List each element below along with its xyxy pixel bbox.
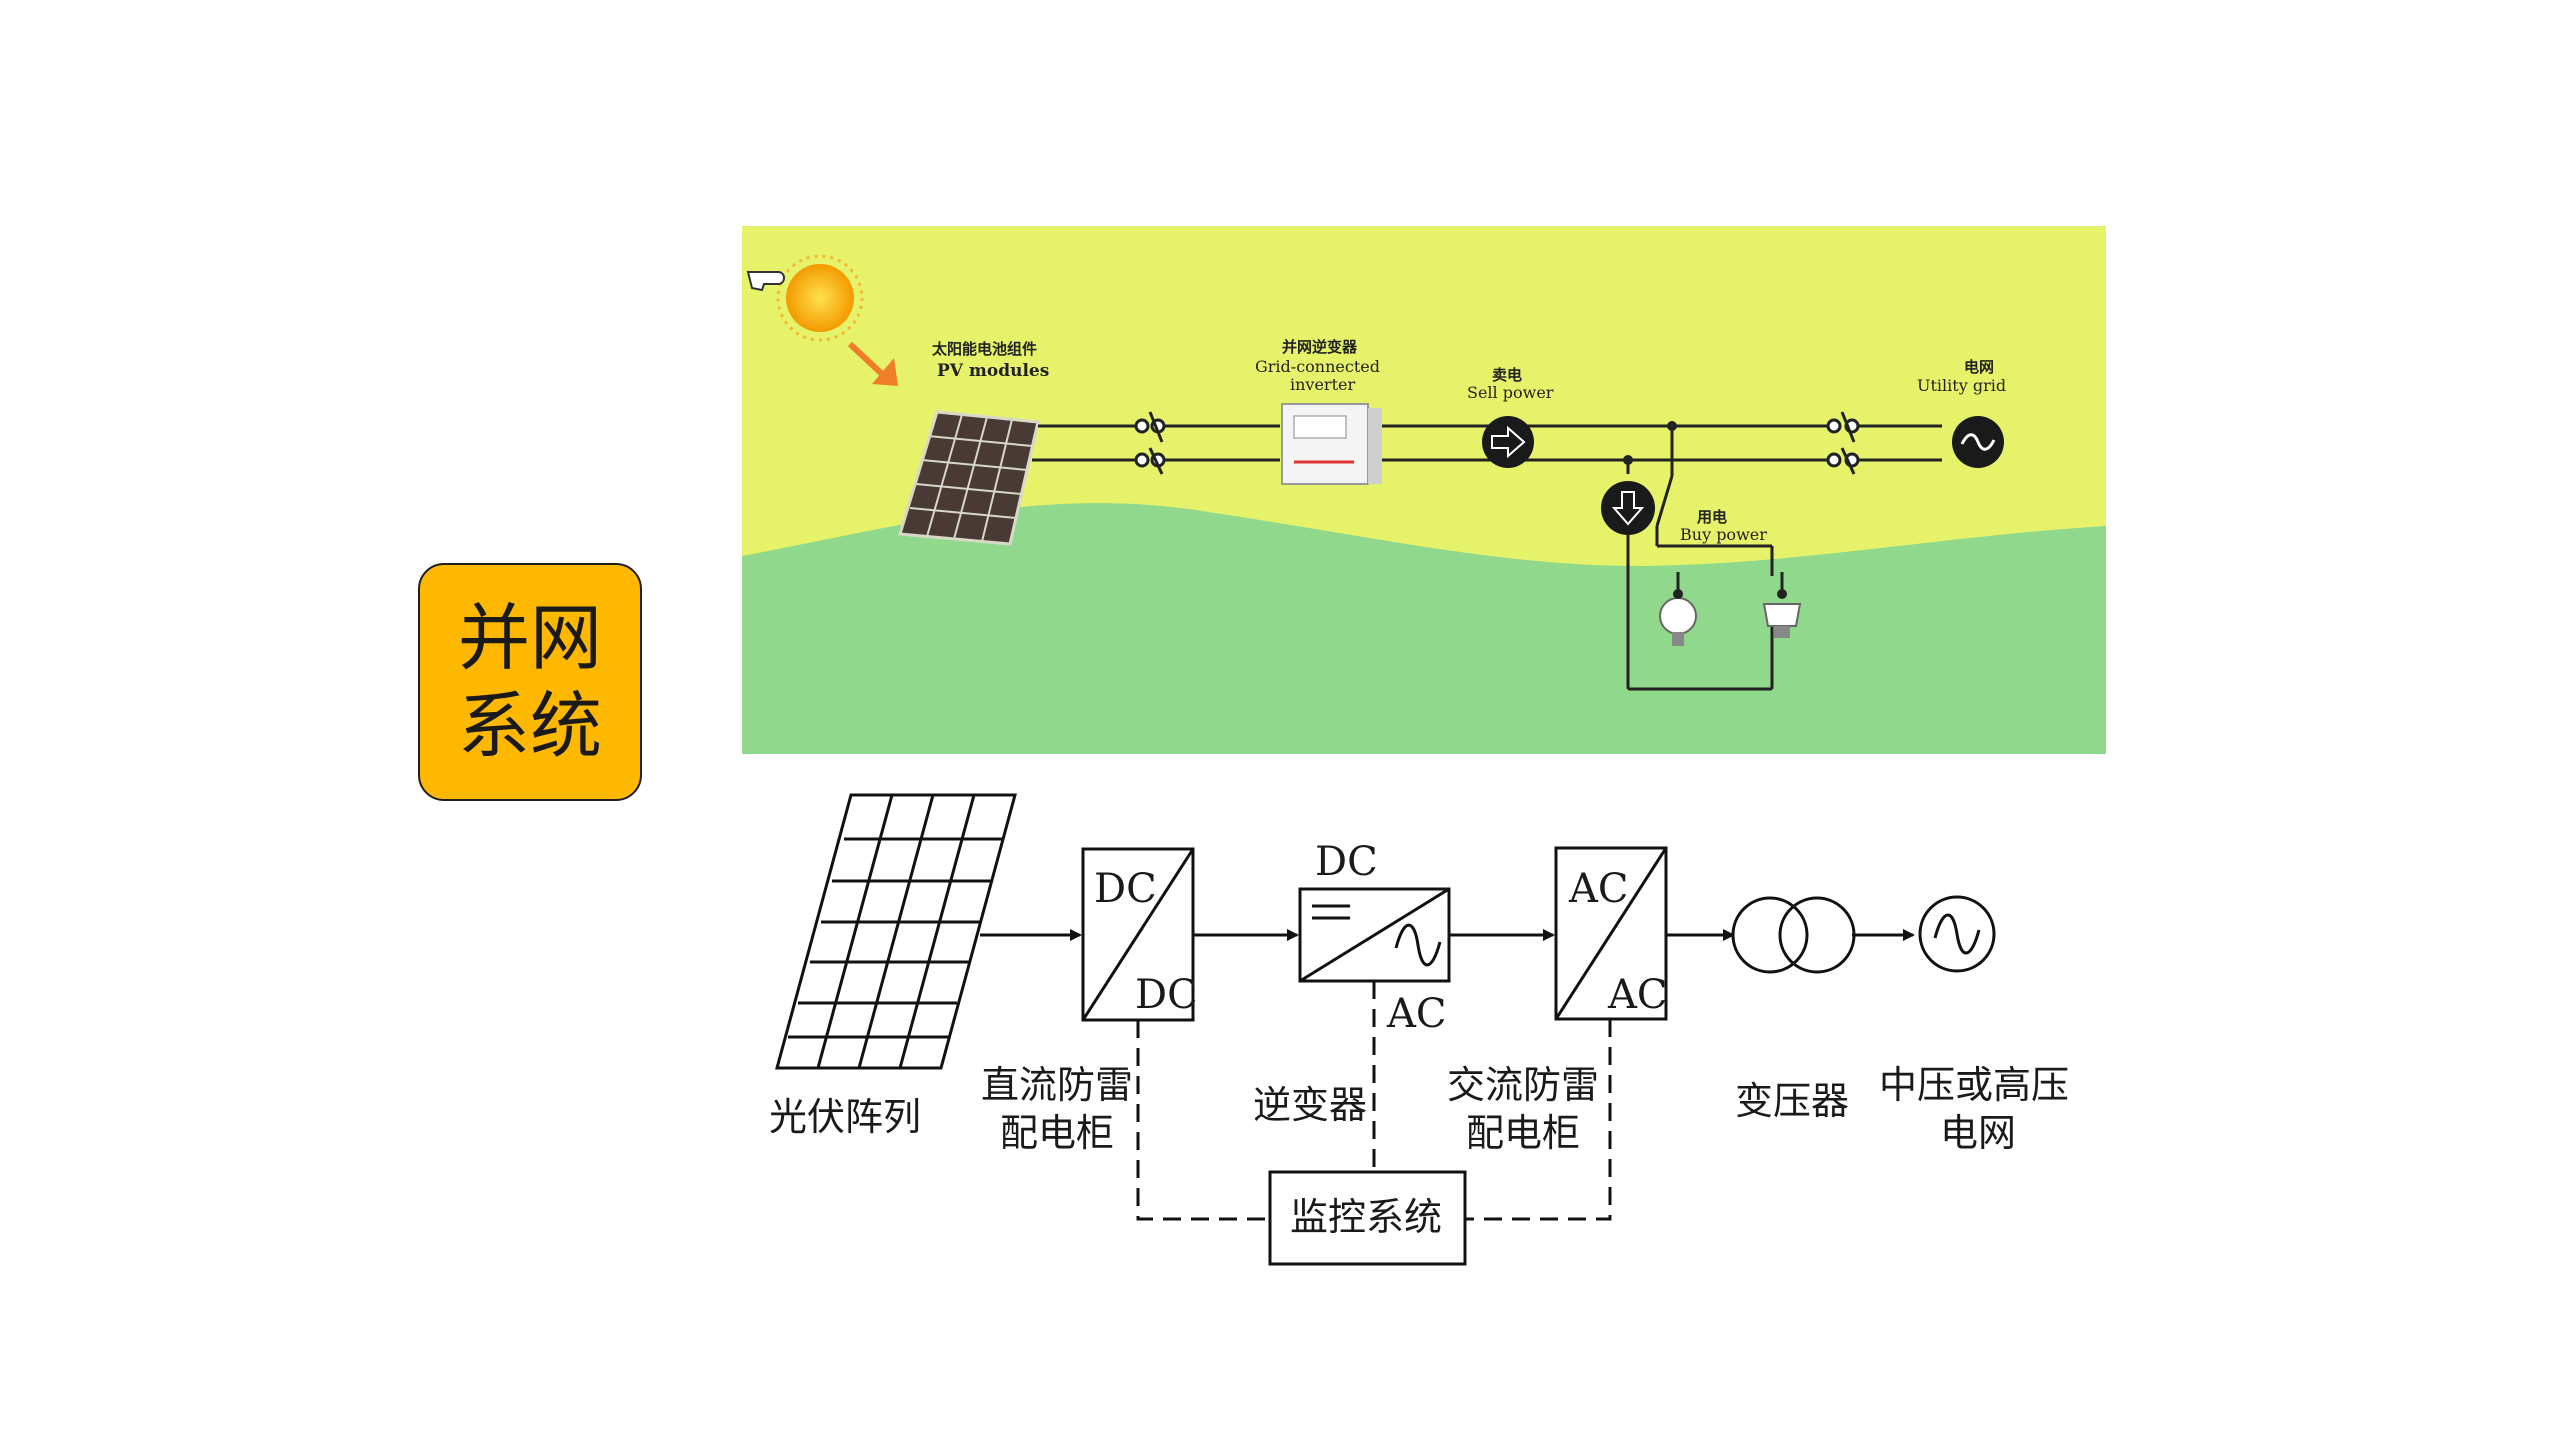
sun-icon bbox=[776, 254, 864, 342]
acac-top-label: AC bbox=[1568, 866, 1629, 912]
dc-cabinet-label-line1: 直流防雷 bbox=[981, 1063, 1133, 1107]
ground-hills bbox=[742, 503, 2106, 754]
monitoring-system-box bbox=[1268, 1170, 1467, 1266]
inverter-label-en2: inverter bbox=[1290, 375, 1355, 394]
monitoring-label: 监控系统 bbox=[1290, 1195, 1442, 1239]
pv-label-cn: 太阳能电池组件 bbox=[932, 340, 1037, 358]
dc-dc-converter-box bbox=[1081, 847, 1195, 1022]
grid-label-line2: 电网 bbox=[1940, 1111, 2016, 1155]
grid-switch-icon bbox=[1826, 411, 1860, 475]
dc-switch-icon bbox=[1134, 411, 1166, 475]
dc-wires bbox=[1032, 424, 1280, 462]
dcdc-top-label: DC bbox=[1094, 866, 1157, 912]
buy-branch-wires bbox=[1626, 426, 1784, 691]
monitoring-links bbox=[1136, 981, 1612, 1221]
transformer-icon bbox=[1731, 896, 1856, 974]
transformer-label: 变压器 bbox=[1735, 1079, 1849, 1123]
buy-label-en: Buy power bbox=[1680, 525, 1767, 544]
inverter-label-cn: 并网逆变器 bbox=[1282, 338, 1358, 356]
buy-label-cn: 用电 bbox=[1697, 508, 1727, 526]
inverter-box bbox=[1298, 887, 1451, 983]
inverter-device-icon bbox=[1281, 403, 1382, 485]
pv-array-label: 光伏阵列 bbox=[769, 1095, 921, 1139]
title-badge: 并网系统 bbox=[418, 563, 642, 801]
sunlight-arrow-icon bbox=[847, 341, 898, 386]
pv-label-en: PV modules bbox=[937, 361, 1049, 381]
utility-grid-icon bbox=[1952, 416, 2004, 468]
pv-array-icon bbox=[775, 793, 1017, 1070]
inverter-bottom-label: AC bbox=[1386, 991, 1447, 1037]
inverter-label-en1: Grid-connected bbox=[1255, 357, 1380, 376]
pointing-hand-icon bbox=[746, 271, 785, 292]
ac-ac-cabinet-box bbox=[1554, 846, 1668, 1021]
inverter-label: 逆变器 bbox=[1253, 1083, 1367, 1127]
dcdc-bottom-label: DC bbox=[1135, 972, 1198, 1018]
lamp-icon bbox=[1762, 589, 1802, 638]
sell-label-en: Sell power bbox=[1467, 383, 1554, 402]
grid-label-en: Utility grid bbox=[1917, 376, 2006, 395]
grid-connected-scene: 太阳能电池组件 PV modules 并网逆变器 Grid-connected … bbox=[742, 226, 2106, 754]
title-text: 并网系统 bbox=[457, 596, 602, 768]
ac-cabinet-label-line2: 配电柜 bbox=[1466, 1111, 1580, 1155]
ac-wires bbox=[1382, 424, 1942, 462]
sell-label-cn: 卖电 bbox=[1492, 366, 1522, 384]
grid-label-line1: 中压或高压 bbox=[1879, 1063, 2069, 1107]
pv-panel-icon bbox=[898, 410, 1040, 546]
acac-bottom-label: AC bbox=[1607, 972, 1668, 1018]
inverter-top-label: DC bbox=[1315, 839, 1378, 885]
ac-grid-source-icon bbox=[1918, 895, 1996, 973]
grid-label-cn: 电网 bbox=[1964, 358, 1994, 376]
buy-power-icon bbox=[1601, 481, 1655, 535]
ac-cabinet-label-line1: 交流防雷 bbox=[1447, 1063, 1599, 1107]
dc-cabinet-label-line2: 配电柜 bbox=[1000, 1111, 1114, 1155]
light-bulb-icon bbox=[1659, 589, 1697, 646]
sell-power-icon bbox=[1482, 416, 1534, 468]
